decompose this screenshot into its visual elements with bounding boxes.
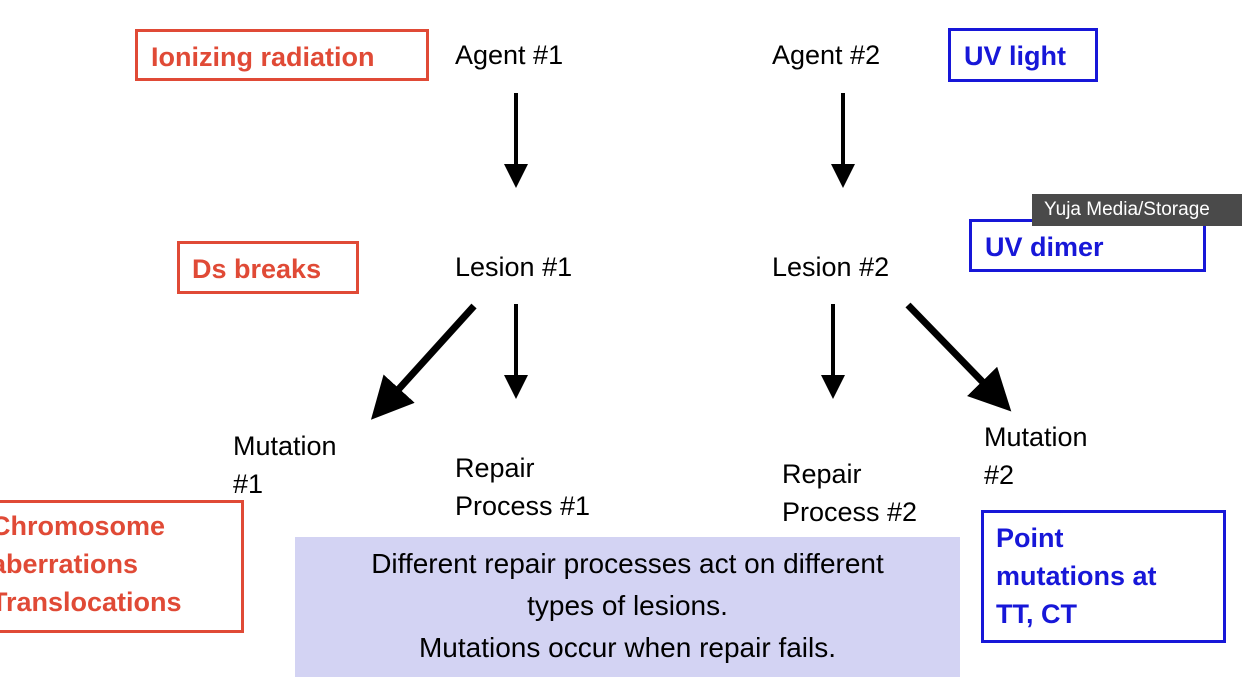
repair1-label: Repair Process #1 xyxy=(455,449,590,525)
repair2-label: Repair Process #2 xyxy=(782,455,917,531)
mutation2-example-line: Point xyxy=(996,523,1064,553)
media-storage-tooltip: Yuja Media/Storage xyxy=(1032,194,1242,226)
mutation1-example-box: Chromosome aberrations Translocations xyxy=(0,500,244,633)
mutation2-example-line: TT, CT xyxy=(996,599,1077,629)
arrow-lesion1-to-mutation1 xyxy=(370,303,477,420)
mutation2-example-box: Point mutations at TT, CT xyxy=(981,510,1226,643)
repair2-label-line: Repair xyxy=(782,459,862,489)
arrow-lesion2-to-mutation2 xyxy=(905,302,1012,412)
lesion1-example-box: Ds breaks xyxy=(177,241,359,294)
summary-note-line: Mutations occur when repair fails. xyxy=(418,632,837,663)
summary-note-line: types of lesions. xyxy=(527,590,728,621)
lesion2-label: Lesion #2 xyxy=(772,252,890,282)
mutation1-example-line: aberrations xyxy=(0,549,139,579)
mutation1-example-line: Translocations xyxy=(0,587,182,617)
mutation2-label-line: Mutation xyxy=(984,422,1088,452)
repair1-label-line: Repair xyxy=(455,453,535,483)
summary-note-line: Different repair processes act on differ… xyxy=(371,548,884,579)
repair1-label-line: Process #1 xyxy=(455,491,591,521)
mutation1-example-line: Chromosome xyxy=(0,511,166,541)
mutation2-example-line: mutations at xyxy=(996,561,1157,591)
mutation2-label: Mutation #2 xyxy=(984,418,1088,494)
agent1-label: Agent #1 xyxy=(455,40,564,70)
lesion1-label: Lesion #1 xyxy=(455,252,573,282)
mutation1-label-line: #1 xyxy=(233,469,264,499)
summary-note: Different repair processes act on differ… xyxy=(295,537,960,677)
lesion2-example-box: UV dimer xyxy=(969,219,1206,272)
agent2-example-box: UV light xyxy=(948,28,1098,82)
mutation1-label: Mutation #1 xyxy=(233,427,337,503)
agent2-label: Agent #2 xyxy=(772,40,881,70)
mutation1-label-line: Mutation xyxy=(233,431,337,461)
mutation2-label-line: #2 xyxy=(984,460,1015,490)
agent1-example-box: Ionizing radiation xyxy=(135,29,429,81)
repair2-label-line: Process #2 xyxy=(782,497,918,527)
